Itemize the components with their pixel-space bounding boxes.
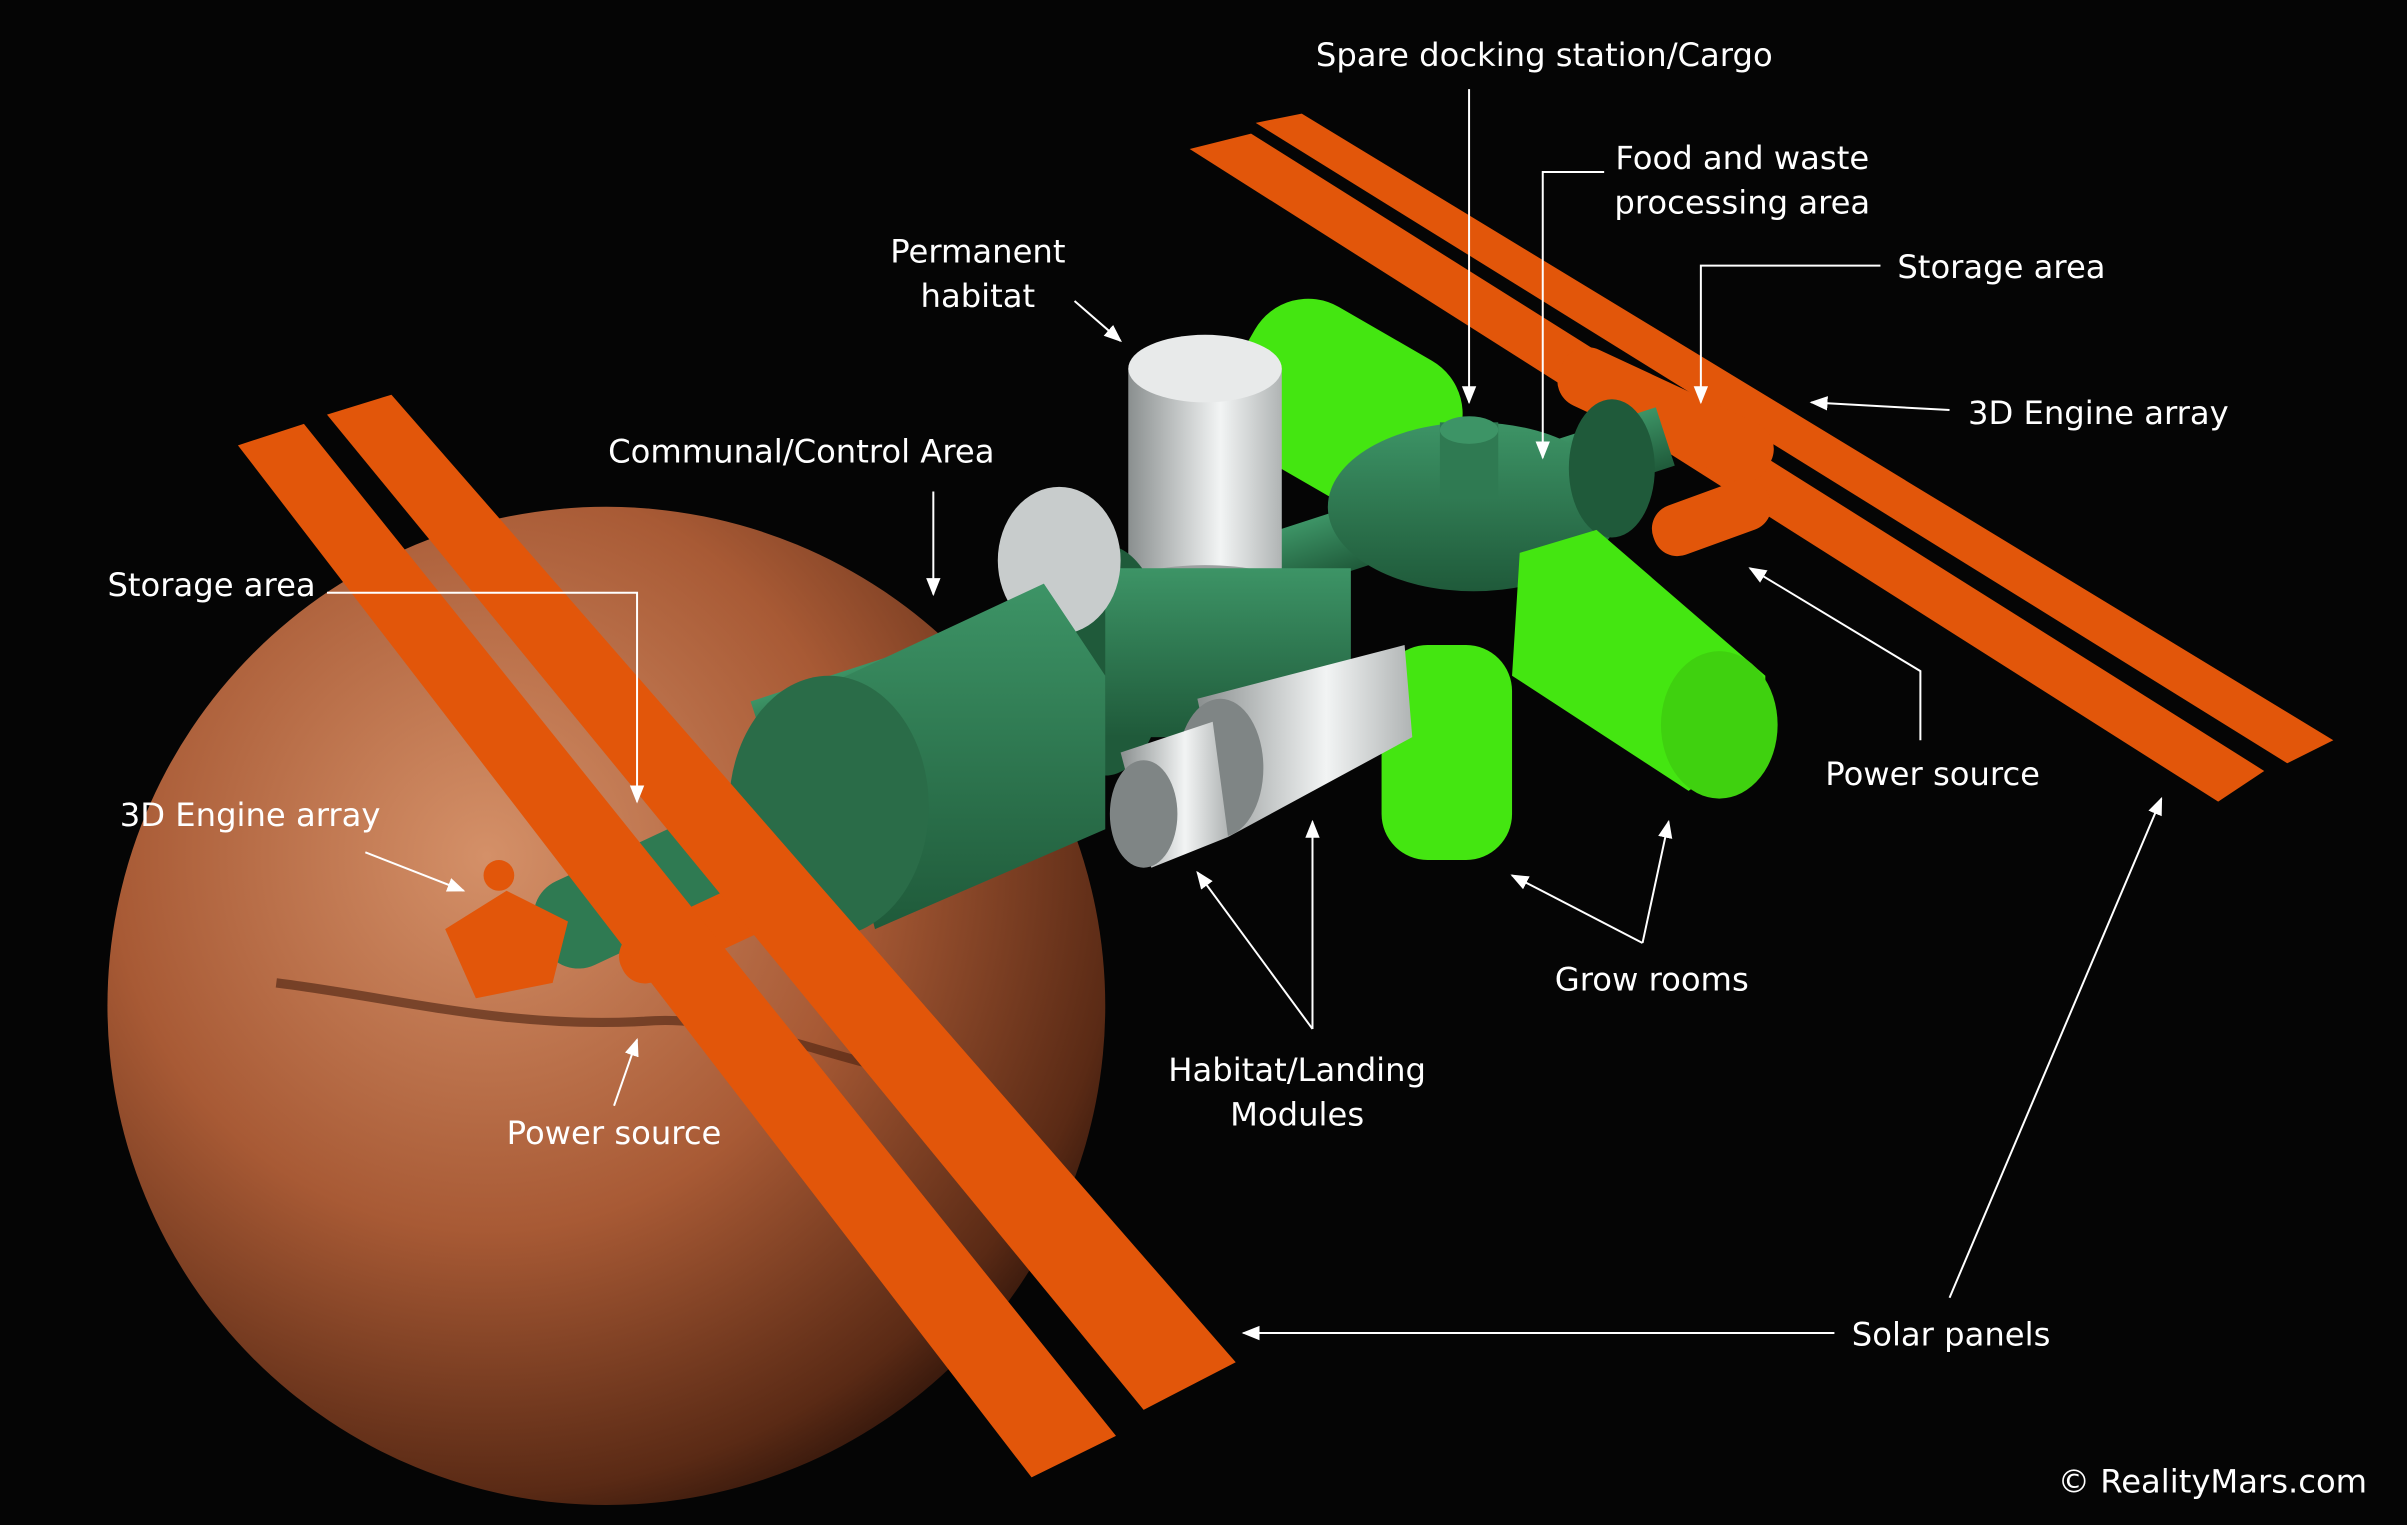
permanent-habitat xyxy=(1128,368,1282,584)
copyright: © RealityMars.com xyxy=(2058,1463,2367,1501)
label-food-waste-1: Food and waste xyxy=(1615,139,1869,177)
engine-nozzle xyxy=(483,860,515,891)
label-habitat-landing-1: Habitat/Landing xyxy=(1168,1051,1426,1089)
label-solar-panels: Solar panels xyxy=(1852,1315,2051,1353)
power-source-right xyxy=(1651,478,1772,557)
solar-panel-left-b xyxy=(326,394,1236,1410)
label-habitat-landing-2: Modules xyxy=(1230,1096,1364,1134)
label-food-waste-2: processing area xyxy=(1614,183,1870,221)
label-power-left: Power source xyxy=(507,1114,722,1152)
label-storage-right: Storage area xyxy=(1897,248,2105,286)
engine-array-left xyxy=(445,890,568,999)
grow-room-vertical xyxy=(1381,645,1513,861)
docking-port-top xyxy=(1439,416,1499,444)
grow-room-front-face xyxy=(1660,651,1778,799)
storage-right xyxy=(1557,347,1774,483)
label-permanent-1: Permanent xyxy=(890,233,1065,271)
solar-panel-right-b xyxy=(1255,113,2334,764)
label-storage-left: Storage area xyxy=(107,566,315,604)
label-permanent-2: habitat xyxy=(921,277,1036,315)
solar-panel-left-a xyxy=(237,423,1117,1478)
leader-lines xyxy=(326,89,2163,1341)
label-grow-rooms: Grow rooms xyxy=(1555,961,1749,999)
valles-marineris xyxy=(275,978,922,1080)
landing-module-b-face xyxy=(1109,760,1178,868)
label-engine-left: 3D Engine array xyxy=(120,796,381,834)
label-power-right: Power source xyxy=(1825,755,2040,793)
label-spare-docking: Spare docking station/Cargo xyxy=(1316,36,1773,74)
module-right-ring xyxy=(1568,399,1655,538)
permanent-habitat-top xyxy=(1128,334,1282,403)
label-engine-right: 3D Engine array xyxy=(1968,394,2229,432)
label-communal: Communal/Control Area xyxy=(608,432,994,470)
